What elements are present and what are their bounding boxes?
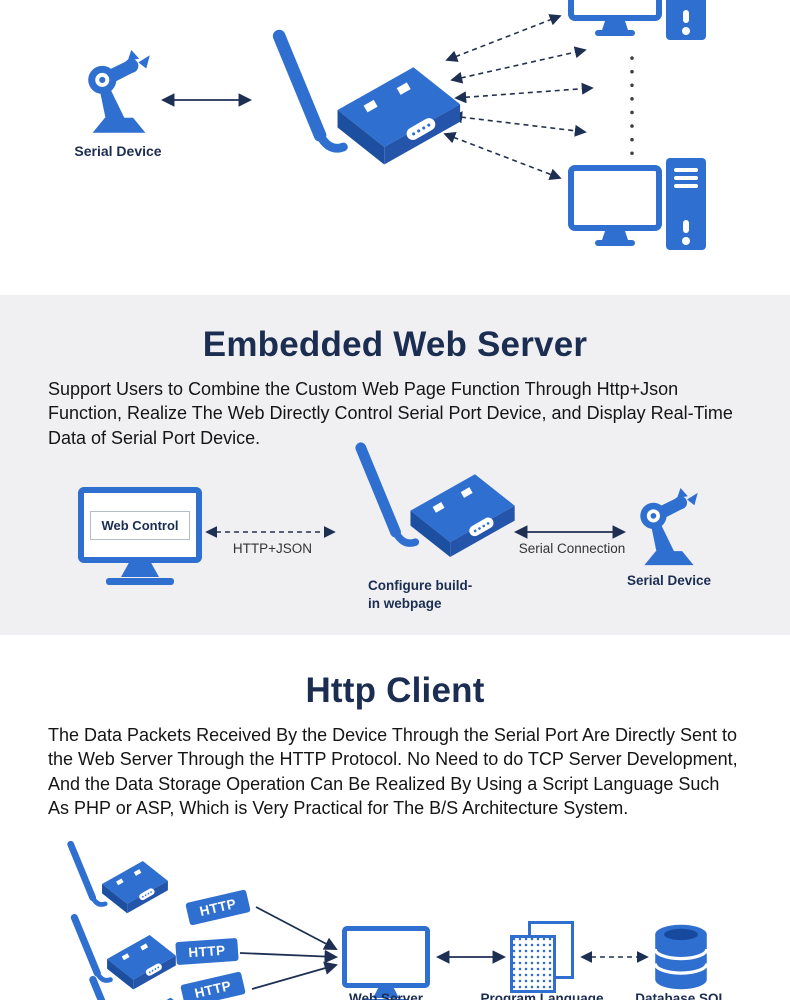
- document-front-page: [510, 935, 556, 993]
- serial-device-robot-icon: [75, 50, 163, 138]
- fan-arrow-4: [450, 111, 587, 137]
- database-icon: [652, 923, 710, 991]
- web-control-label: Web Control: [90, 510, 190, 540]
- web-server-label: Web Server: [348, 991, 424, 1000]
- web-control-screen: Web Control: [78, 487, 202, 563]
- http-client-description: The Data Packets Received By the Device …: [48, 725, 738, 819]
- http-arrow-1: [255, 906, 338, 950]
- configure-webpage-label: Configure build-in webpage: [368, 578, 473, 611]
- web-server-screen: [342, 926, 430, 988]
- web-control-monitor: Web Control: [78, 487, 202, 585]
- monitor-stand-neck: [121, 562, 159, 577]
- embedded-web-server-description: Support Users to Combine the Custom Web …: [48, 379, 733, 448]
- program-language-icon: [510, 921, 574, 993]
- serial-device-label: Serial Device: [74, 143, 162, 159]
- serial-server-device-icon: [250, 28, 464, 194]
- embedded-web-server-title: Embedded Web Server: [202, 325, 588, 364]
- http-tag-2: HTTP: [175, 937, 239, 966]
- http-arrow-3: [251, 961, 338, 990]
- http-json-label: HTTP+JSON: [232, 541, 313, 556]
- web-server-monitor: [342, 926, 430, 1000]
- fan-arrow-3: [454, 82, 594, 104]
- serial-device-robot-icon: [628, 488, 710, 570]
- program-language-label: Program Language: [480, 991, 604, 1000]
- embedded-web-server-section: Embedded Web Server Support Users to Com…: [0, 295, 790, 635]
- serial-server-device-icon: [336, 441, 518, 582]
- monitor-stand-neck: [373, 987, 399, 998]
- database-sql-label: Database SQL: [635, 991, 727, 1000]
- monitor-stand-base: [106, 578, 174, 585]
- computer-host-bottom-icon: [568, 158, 708, 258]
- computer-host-top-icon: [568, 0, 708, 48]
- serial-device-label: Serial Device: [626, 573, 712, 588]
- http-client-section: Http Client The Data Packets Received By…: [0, 635, 790, 1000]
- fan-arrow-2: [450, 46, 587, 84]
- serial-connection-label: Serial Connection: [518, 541, 626, 556]
- http-arrow-2: [239, 949, 339, 964]
- multi-host-diagram-section: Serial Device: [0, 0, 790, 295]
- http-tag-1: HTTP: [185, 889, 251, 926]
- http-client-title: Http Client: [305, 671, 485, 710]
